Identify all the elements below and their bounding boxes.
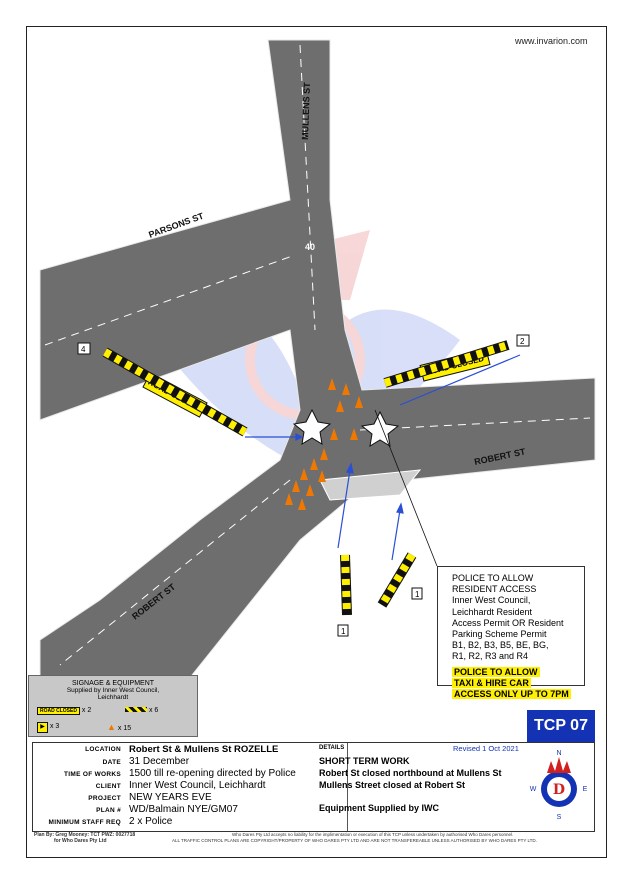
tcp-badge: TCP 07: [527, 710, 595, 742]
median-island: [319, 469, 422, 501]
legend-arrow-count: x 3: [49, 723, 60, 730]
plan-value: WD/Balmain NYE/GM07: [129, 804, 238, 815]
barrier-left: [102, 347, 248, 437]
legend-cone-count: x 15: [117, 725, 132, 732]
barrier-right: [383, 340, 510, 388]
staff-label: MINIMUM STAFF REQ: [48, 819, 121, 826]
police-icon-right: [360, 410, 400, 447]
resident-access-callout: POLICE TO ALLOW RESIDENT ACCESS Inner We…: [437, 566, 585, 700]
location-label: LOCATION: [85, 746, 121, 753]
barrier-south-1: [340, 554, 352, 616]
plan-by-company: for Who Dares Pty Ltd: [54, 838, 107, 844]
street-label-mullens: MULLENS ST: [300, 82, 312, 140]
callout-line: RESIDENT ACCESS: [452, 584, 537, 595]
svg-text:D: D: [553, 782, 565, 798]
detail-line: Mullens Street closed at Robert St: [319, 780, 466, 790]
sign-marker-1: [337, 624, 349, 637]
disclaimer-line: Who Dares Pty Ltd accepts no liability f…: [232, 832, 514, 837]
client-label: CLIENT: [95, 783, 121, 790]
callout-highlight: ACCESS ONLY UP TO 7PM: [452, 689, 571, 700]
legend-arrow-board-icon: ▶: [37, 722, 48, 733]
sign-marker-2: [516, 334, 530, 347]
date-label: DATE: [102, 759, 121, 766]
client-value: Inner West Council, Leichhardt: [129, 780, 266, 791]
company-logo-compass: D N S E W: [530, 750, 588, 821]
plan-label: PLAN #: [96, 807, 121, 814]
callout-line: POLICE TO ALLOW: [452, 573, 534, 583]
sign-marker-4-text: 4: [81, 345, 86, 354]
compass-east: E: [583, 786, 588, 793]
detail-line: SHORT TERM WORK: [319, 756, 410, 766]
callout-line: Inner West Council,: [452, 595, 531, 606]
legend-cone-icon: ▲: [107, 722, 116, 732]
project-label: PROJECT: [88, 795, 121, 802]
callout-highlight: TAXI & HIRE CAR: [452, 677, 531, 688]
plan-by: Plan By: Greg Mooney: TCT PWZ: 0027718: [34, 832, 136, 838]
callout-line: Leichhardt Resident: [452, 606, 533, 617]
sign-marker-1b: [411, 587, 423, 600]
title-block: LOCATION Robert St & Mullens St ROZELLE …: [32, 742, 595, 832]
sign-marker-1-text: 1: [341, 627, 346, 636]
callout-leader: [374, 409, 438, 567]
sign-marker-1b-text: 1: [415, 590, 420, 599]
footer: Plan By: Greg Mooney: TCT PWZ: 0027718 f…: [32, 832, 595, 848]
callout-highlight: POLICE TO ALLOW: [452, 666, 540, 677]
lane-markings: [44, 44, 591, 666]
direction-arrows: [245, 354, 521, 561]
revised-date: Revised 1 Oct 2021: [453, 744, 519, 753]
signage-legend: SIGNAGE & EQUIPMENT Supplied by Inner We…: [28, 675, 198, 737]
police-icon-left: [292, 408, 332, 445]
sign-marker-2-text: 2: [520, 337, 525, 346]
copyright-line: ALL TRAFFIC CONTROL PLANS ARE COPYRIGHT/…: [172, 838, 537, 843]
location-value: Robert St & Mullens St ROZELLE: [129, 744, 279, 755]
compass-north: N: [556, 750, 561, 757]
title-block-divider: [347, 743, 348, 831]
sign-marker-4: [77, 342, 91, 355]
compass-south: S: [557, 814, 562, 821]
legend-subtitle: Supplied by Inner West Council, Leichhar…: [66, 687, 160, 701]
callout-line: B1, B2, B3, B5, BE, BG,: [452, 640, 549, 651]
time-label: TIME OF WORKS: [64, 771, 121, 778]
staff-value: 2 x Police: [129, 816, 173, 827]
callout-line: Parking Scheme Permit: [452, 629, 547, 640]
legend-barrier-count: x 6: [148, 707, 159, 714]
legend-barrier-icon: [125, 707, 147, 712]
legend-road-closed-count: x 2: [81, 707, 92, 714]
details-label: DETAILS: [319, 745, 345, 751]
website-url: www.invarion.com: [515, 36, 588, 46]
callout-line: Access Permit OR Resident: [452, 617, 564, 628]
barrier-south-2: [377, 552, 417, 608]
detail-line: Equipment Supplied by IWC: [319, 803, 439, 813]
detail-line: Robert St closed northbound at Mullens S…: [319, 768, 502, 778]
callout-line: R1, R2, R3 and R4: [452, 651, 529, 662]
time-value: 1500 till re-opening directed by Police: [129, 768, 296, 779]
project-value: NEW YEARS EVE: [129, 792, 212, 803]
legend-road-closed-sign: ROAD CLOSED: [37, 707, 80, 715]
compass-west: W: [530, 786, 537, 793]
speed-limit-marking: 40: [305, 242, 315, 252]
legend-title: SIGNAGE & EQUIPMENT: [71, 680, 155, 687]
date-value: 31 December: [129, 756, 190, 767]
